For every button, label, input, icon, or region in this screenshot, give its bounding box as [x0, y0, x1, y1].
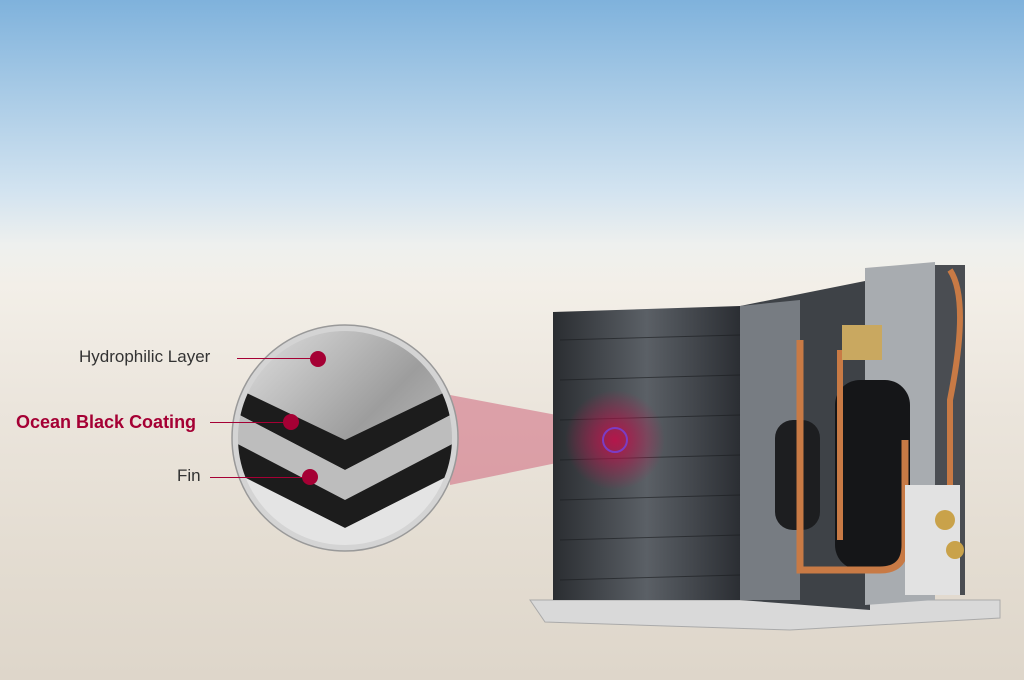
callout-dot	[283, 414, 299, 430]
callout-fin: Fin	[177, 466, 201, 485]
callout-hydrophilic-layer: Hydrophilic Layer	[79, 347, 211, 366]
ac-outdoor-unit	[529, 262, 1001, 631]
leader-line	[210, 422, 290, 423]
highlight-ring	[602, 427, 628, 453]
magnified-layers	[235, 328, 455, 548]
leader-line	[210, 477, 310, 478]
highlight-glow	[565, 390, 665, 490]
callout-dot	[310, 351, 326, 367]
leader-line	[237, 358, 317, 359]
callout-ocean-black-coating: Ocean Black Coating	[16, 412, 197, 432]
callout-dot	[302, 469, 318, 485]
